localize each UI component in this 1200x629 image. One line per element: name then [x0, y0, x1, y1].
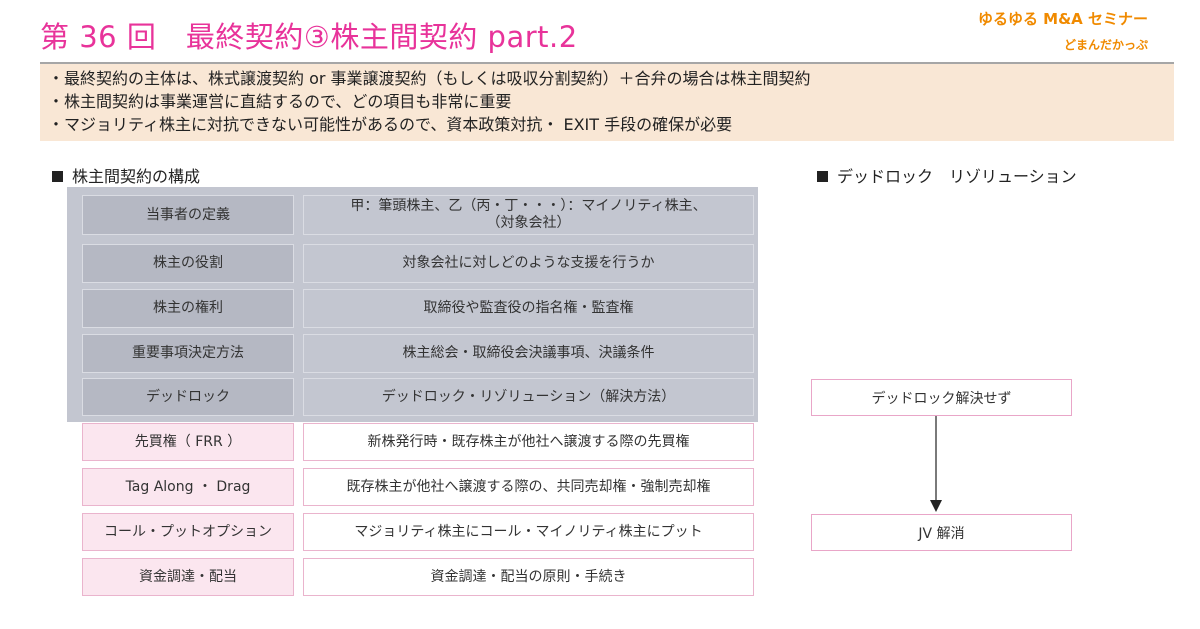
section-title-deadlock: デッドロック リゾリューション [817, 163, 1077, 187]
section-title-structure: 株主間契約の構成 [52, 163, 200, 187]
summary-line-2: ・株主間契約は事業運営に直結するので、どの項目も非常に重要 [48, 92, 512, 111]
table-row-value: マジョリティ株主にコール・マイノリティ株主にプット [303, 513, 754, 551]
arrow-down-icon [930, 416, 942, 512]
brand-line-1: ゆるゆる M&A セミナー [977, 10, 1148, 28]
table-row-label: Tag Along ・ Drag [82, 468, 294, 506]
page-title: 第 36 回 最終契約③株主間契約 part.2 [40, 20, 578, 54]
summary-box: ・最終契約の主体は、株式譲渡契約 or 事業譲渡契約（もしくは吸収分割契約）＋合… [40, 62, 1174, 141]
square-bullet-icon [817, 171, 828, 182]
table-row-label: 先買権（ FRR ） [82, 423, 294, 461]
flow-box-jv-dissolution: JV 解消 [811, 514, 1072, 551]
flow-box-deadlock-unresolved: デッドロック解決せず [811, 379, 1072, 416]
table-row-value: 対象会社に対しどのような支援を行うか [303, 244, 754, 283]
section-title-deadlock-text: デッドロック リゾリューション [837, 167, 1077, 186]
square-bullet-icon [52, 171, 63, 182]
brand-logo: ゆるゆる M&A セミナー どまんだかっぷ [978, 8, 1148, 56]
table-row-label: 重要事項決定方法 [82, 334, 294, 373]
section-title-structure-text: 株主間契約の構成 [72, 167, 201, 186]
table-row-label: デッドロック [82, 378, 294, 416]
table-row-label: 株主の役割 [82, 244, 294, 283]
brand-line-2: どまんだかっぷ [1063, 38, 1148, 52]
table-row-value: 甲：筆頭株主、乙（丙・丁・・・）：マイノリティ株主、 （対象会社） [303, 195, 754, 235]
table-row-value: 資金調達・配当の原則・手続き [303, 558, 754, 596]
table-row-label: 資金調達・配当 [82, 558, 294, 596]
table-row-value: 新株発行時・既存株主が他社へ譲渡する際の先買権 [303, 423, 754, 461]
table-row-value: 既存株主が他社へ譲渡する際の、共同売却権・強制売却権 [303, 468, 754, 506]
table-row-value-line1: 甲：筆頭株主、乙（丙・丁・・・）：マイノリティ株主、 [350, 198, 707, 214]
summary-line-1: ・最終契約の主体は、株式譲渡契約 or 事業譲渡契約（もしくは吸収分割契約）＋合… [48, 69, 811, 88]
table-row-value: 株主総会・取締役会決議事項、決議条件 [303, 334, 754, 373]
table-row-label: 当事者の定義 [82, 195, 294, 235]
table-row-value-line2: （対象会社） [486, 215, 571, 231]
table-row-label: 株主の権利 [82, 289, 294, 328]
table-row-value: 取締役や監査役の指名権・監査権 [303, 289, 754, 328]
table-row-label: コール・プットオプション [82, 513, 294, 551]
summary-line-3: ・マジョリティ株主に対抗できない可能性があるので、資本政策対抗・ EXIT 手段… [48, 115, 733, 134]
table-row-value: デッドロック・リゾリューション（解決方法） [303, 378, 754, 416]
